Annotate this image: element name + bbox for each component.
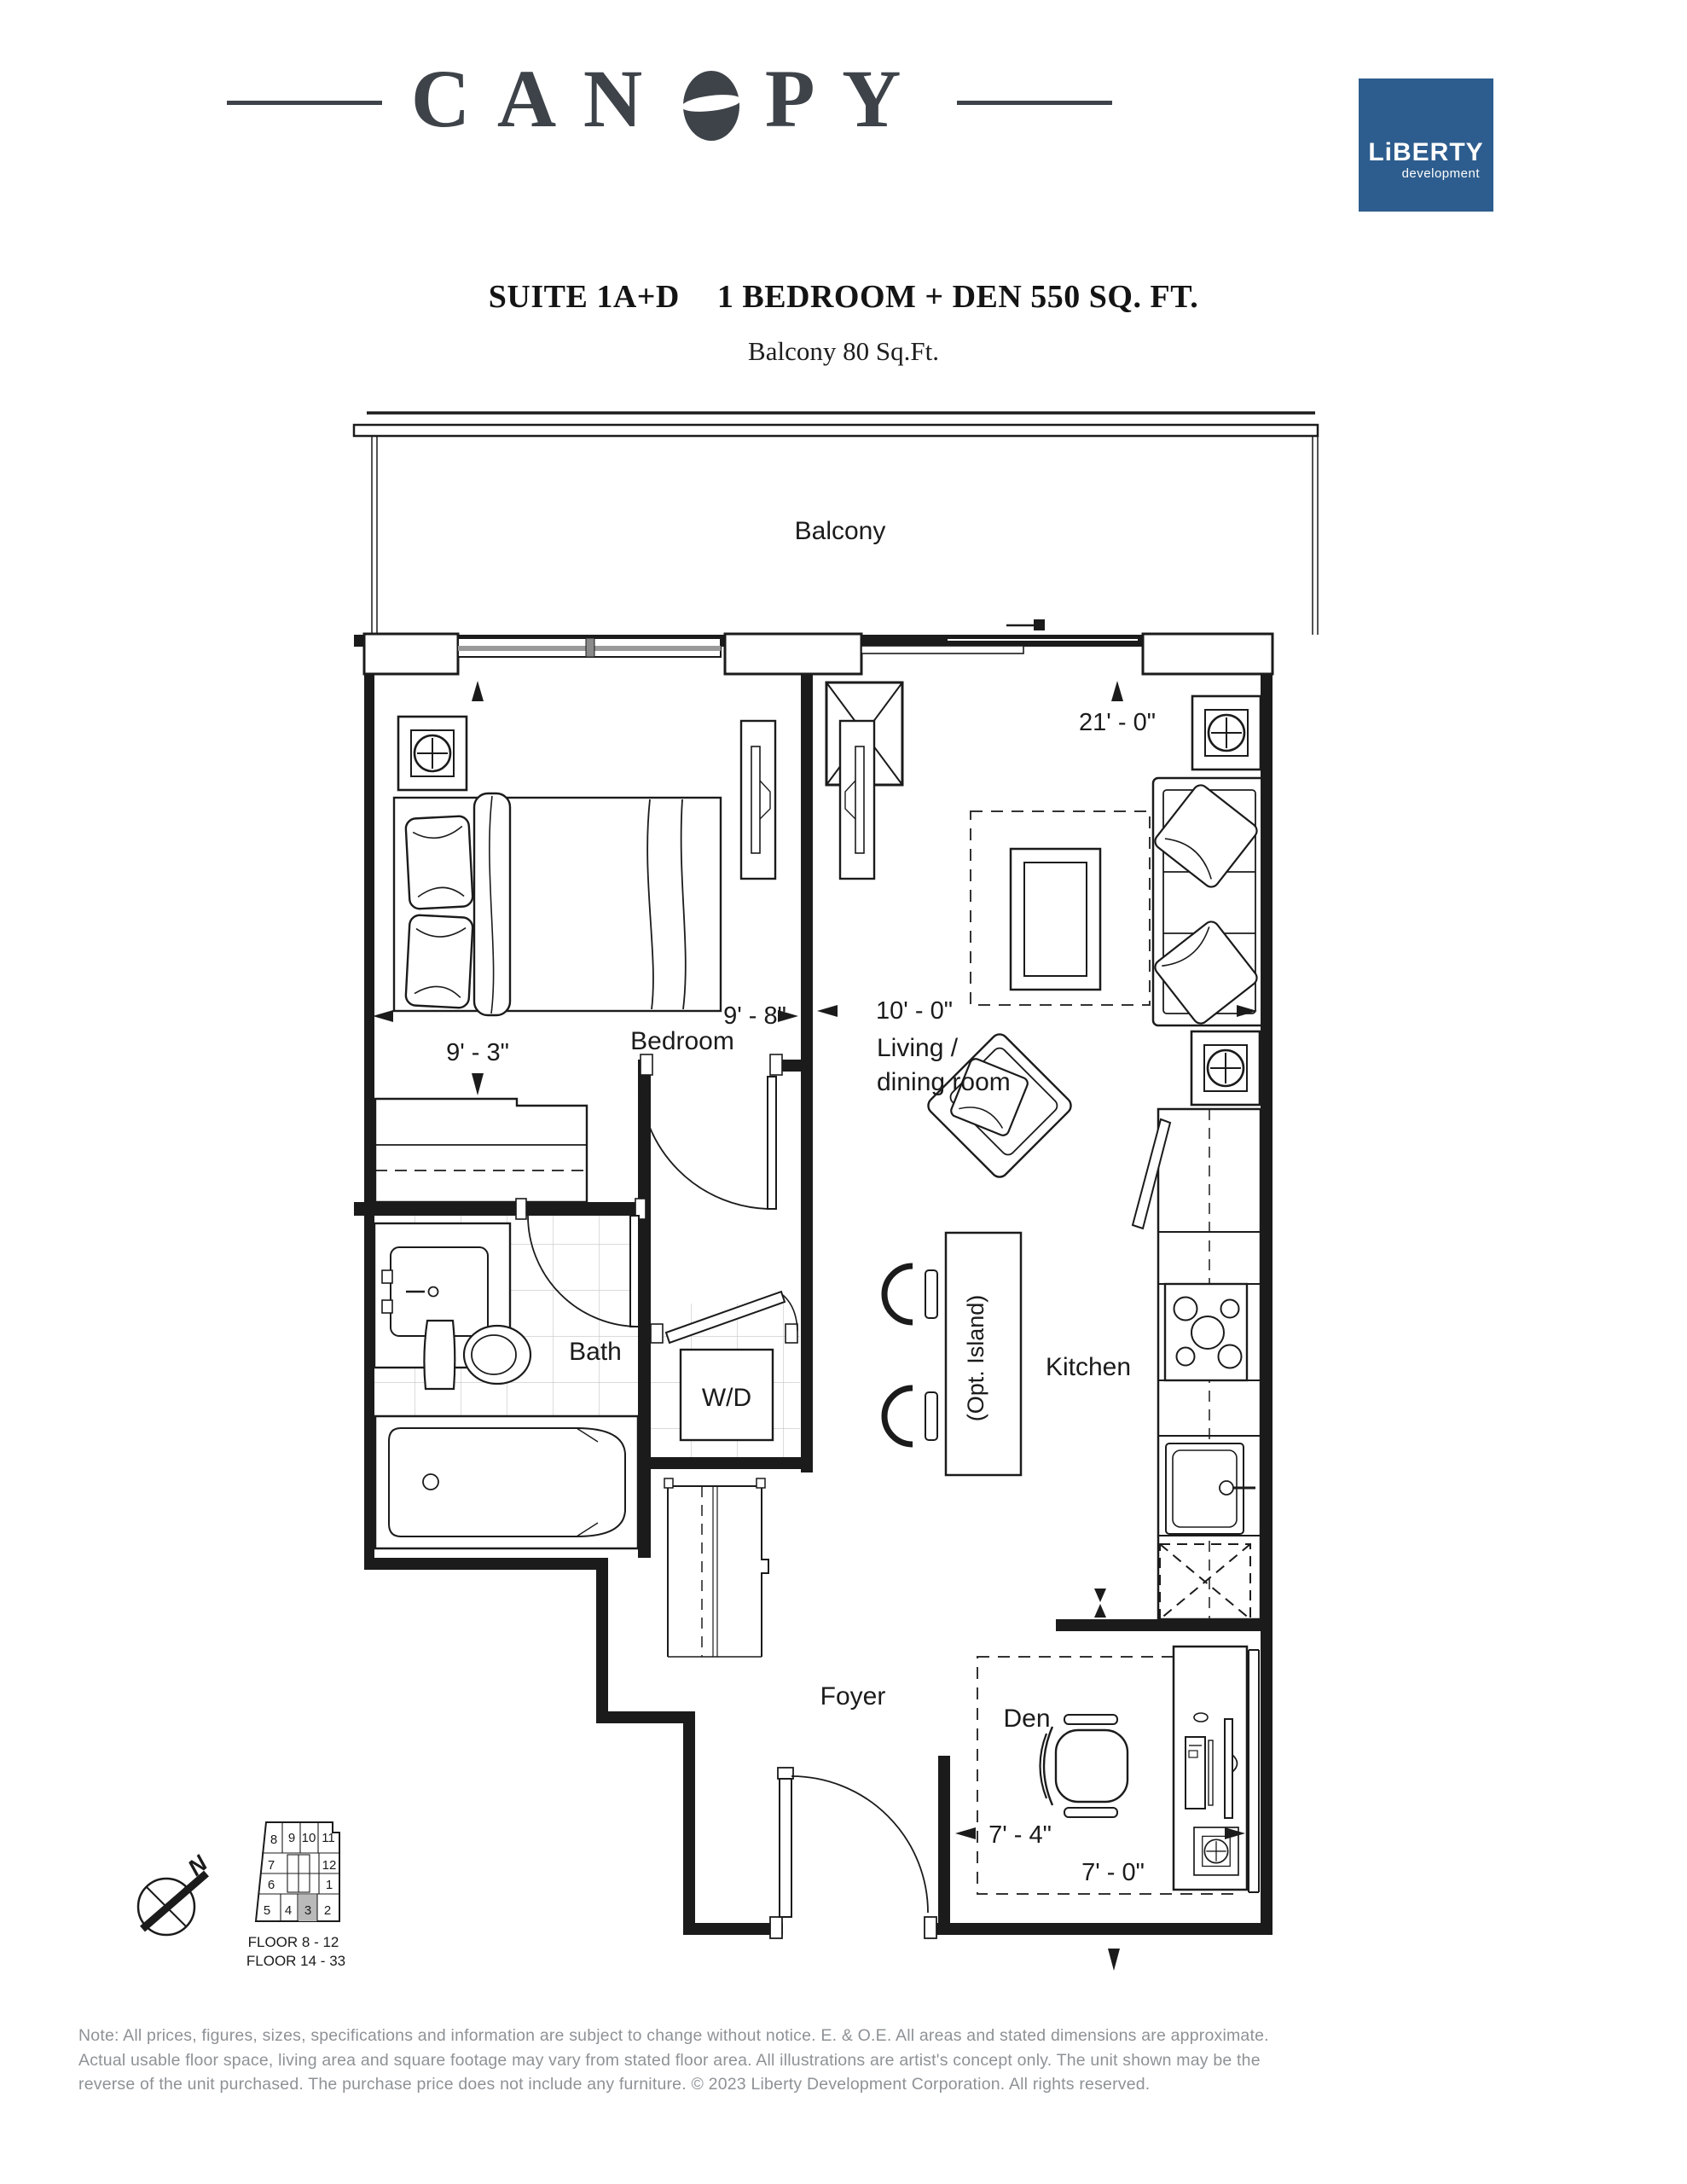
bed-pillow [404, 913, 474, 1010]
sofa [1151, 776, 1267, 1027]
key-plan-unit: 12 [322, 1858, 337, 1873]
dim-den-width: 7' - 4" [988, 1821, 1052, 1849]
bath-label: Bath [569, 1338, 622, 1366]
north-compass-icon: N [136, 1850, 212, 1937]
entry-door [769, 1767, 937, 1939]
key-plan-floors-1: FLOOR 8 - 12 [248, 1934, 339, 1950]
brand-lockup: CAN PY [0, 53, 1339, 144]
key-plan-floors-2: FLOOR 14 - 33 [246, 1953, 345, 1969]
mouse-icon [1193, 1712, 1209, 1722]
den-window [1248, 1649, 1260, 1893]
key-plan-unit: 1 [326, 1878, 333, 1892]
monitor [1224, 1718, 1233, 1819]
disclaimer-line-2: Actual usable floor space, living area a… [78, 2050, 1261, 2070]
computer-tower [1185, 1736, 1206, 1809]
key-plan-unit: 8 [270, 1833, 277, 1847]
wd-door [650, 1290, 798, 1345]
door-handle-mark [1034, 619, 1045, 630]
den-label: Den [1003, 1705, 1050, 1733]
bedroom-label: Bedroom [630, 1027, 734, 1055]
dim-bedroom-depth: 9' - 3" [446, 1039, 509, 1066]
kitchen-sink [1165, 1443, 1255, 1535]
brand-text-pre: CAN [410, 53, 670, 144]
armchair [927, 1033, 1072, 1178]
key-plan-unit: 7 [268, 1858, 275, 1873]
fridge-door-open [1131, 1118, 1172, 1230]
balcony-area: Balcony [352, 411, 1319, 635]
suite-name: SUITE 1A+D [488, 279, 680, 315]
disclaimer-line-1: Note: All prices, figures, sizes, specif… [78, 2026, 1269, 2045]
wd-label: W/D [702, 1384, 751, 1412]
living-label-1: Living / [877, 1034, 959, 1062]
bedroom-door [639, 1054, 783, 1210]
liberty-logo-tagline: development [1401, 166, 1480, 181]
vent-symbol [1190, 1030, 1261, 1107]
key-plan: 8 9 10 11 7 12 6 1 5 4 3 2 FLOOR 8 - 12 … [246, 1821, 345, 1969]
brand-rule-left-icon [226, 100, 382, 105]
stool-icon [881, 1385, 913, 1448]
dim-den-width-alt: 7' - 0" [1081, 1859, 1145, 1886]
key-plan-unit: 3 [304, 1903, 311, 1918]
sliding-door-track [861, 645, 1024, 654]
key-plan-unit: 6 [268, 1878, 275, 1892]
kitchen-label: Kitchen [1046, 1353, 1131, 1381]
foyer-closet [664, 1478, 769, 1658]
balcony-label: Balcony [795, 517, 886, 545]
vent-symbol [1191, 694, 1262, 771]
key-plan-highlighted-unit [299, 1895, 317, 1921]
bath-door [515, 1198, 646, 1327]
bed-pillow [404, 814, 474, 911]
desk-chair [1039, 1714, 1129, 1818]
key-plan-unit: 5 [264, 1903, 270, 1918]
living-label-2: dining room [877, 1068, 1011, 1096]
disclaimer-line-3: reverse of the unit purchased. The purch… [78, 2075, 1151, 2094]
key-plan-unit: 9 [288, 1831, 295, 1845]
bedroom-closet-unit [374, 1097, 588, 1204]
brand-text-post: PY [764, 53, 929, 144]
exterior-windows [362, 619, 1274, 676]
key-plan-unit: 11 [322, 1831, 335, 1845]
dim-overall-width: 21' - 0" [1079, 709, 1156, 736]
plan-title: SUITE 1A+D 1 BEDROOM + DEN 550 SQ. FT. [0, 278, 1687, 316]
sofa-pillow [1154, 921, 1258, 1025]
vent-symbol [397, 715, 468, 792]
balcony-area-subtitle: Balcony 80 Sq.Ft. [748, 336, 939, 366]
suite-program: 1 BEDROOM + DEN 550 SQ. FT. [716, 279, 1199, 315]
legal-disclaimer: Note: All prices, figures, sizes, specif… [78, 2024, 1614, 2097]
key-plan-unit: 2 [324, 1903, 331, 1918]
brand-rule-right-icon [957, 100, 1113, 105]
liberty-logo-name: LiBERTY [1368, 138, 1484, 166]
foyer-label: Foyer [820, 1682, 886, 1711]
canopy-o-icon [681, 71, 741, 141]
coffee-table [1009, 847, 1102, 991]
liberty-development-logo: LiBERTY development [1359, 78, 1493, 212]
bathtub [374, 1414, 640, 1550]
stove [1163, 1282, 1249, 1382]
bed [392, 792, 722, 1017]
sofa-pillow [1154, 784, 1258, 888]
kitchen-counter [1131, 1107, 1262, 1621]
divider-panels [739, 719, 876, 880]
stool-icon [881, 1263, 913, 1326]
dim-bedroom-width: 9' - 8" [723, 1002, 786, 1030]
key-plan-unit: 4 [285, 1903, 292, 1918]
key-plan-unit: 10 [302, 1831, 316, 1845]
kitchen-island: (Opt. Island) [881, 1231, 1023, 1477]
dim-living-width: 10' - 0" [876, 997, 953, 1025]
dimension-markers [373, 681, 1257, 1971]
washer-dryer: W/D [679, 1348, 774, 1442]
toilet [423, 1319, 532, 1391]
living-dashed-zone [970, 810, 1151, 1006]
island-label: (Opt. Island) [963, 1295, 988, 1422]
